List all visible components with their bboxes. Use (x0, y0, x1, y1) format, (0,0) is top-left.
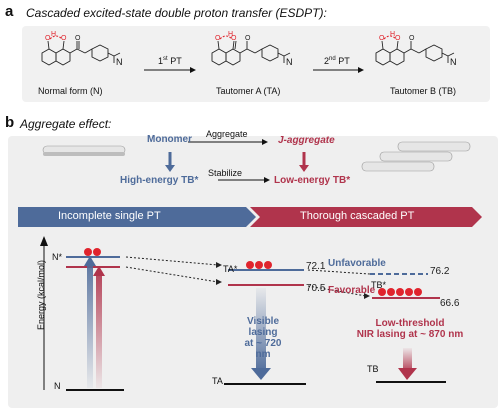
j-aggregate-stack-icon (361, 141, 471, 172)
value-76-2: 76.2 (430, 266, 450, 277)
panel-b-letter: b (5, 114, 15, 131)
svg-text:H: H (390, 31, 395, 38)
panel-a-background (22, 26, 490, 102)
energy-axis-label: Energy (kcal/mol) (36, 259, 46, 331)
panel-a-title: Cascaded excited-state double proton tra… (26, 6, 327, 20)
svg-text:O: O (75, 35, 81, 42)
h-bond-1 (49, 35, 63, 40)
level-tb: TB (367, 364, 379, 374)
structure-label-n: Normal form (N) (38, 86, 103, 96)
structure-label-ta: Tautomer A (TA) (216, 86, 281, 96)
level-ta: TA (212, 376, 223, 386)
nme2-n-3: N (450, 57, 457, 67)
svg-text:H: H (51, 31, 56, 38)
svg-text:O: O (245, 35, 251, 42)
svg-text:O: O (215, 35, 221, 42)
nme2-n-2: N (286, 57, 293, 67)
svg-text:O: O (45, 35, 51, 42)
aggregate-scheme (42, 139, 471, 183)
low-energy-tb-label: Low-energy TB* (274, 175, 351, 186)
nir-lasing-label: Low-threshold NIR lasing at ~ 870 nm (356, 318, 464, 340)
level-tb-star: TB* (371, 280, 387, 290)
level-ta-star: TA* (223, 264, 238, 274)
panel-b-title: Aggregate effect: (20, 117, 112, 131)
unfavorable-label: Unfavorable (328, 258, 386, 269)
pt-banners (18, 207, 482, 227)
banner-right-label: Thorough cascaded PT (300, 210, 415, 222)
nme2-n: N (116, 57, 123, 67)
svg-text:H: H (228, 31, 233, 38)
high-energy-tb-label: High-energy TB* (120, 175, 199, 186)
banner-left (18, 207, 256, 227)
panel-a-letter: a (5, 3, 14, 20)
pt-arrow-2-label: 2nd PT (324, 56, 350, 66)
energy-diagram (40, 236, 446, 391)
aggregate-arrow-label: Aggregate (206, 129, 248, 139)
favorable-label: Favorable (328, 285, 376, 296)
svg-text:O: O (409, 35, 415, 42)
value-66-6: 66.6 (440, 298, 460, 309)
svg-text:O: O (231, 35, 237, 42)
normal-form-structure (41, 40, 121, 66)
tautomer-b-structure (375, 40, 455, 66)
level-n-star: N* (52, 252, 63, 262)
pt-arrow-1-label: 1st PT (158, 56, 182, 66)
level-n: N (54, 381, 61, 391)
j-aggregate-label: J-aggregate (278, 135, 335, 146)
banner-right (250, 207, 482, 227)
tautomer-a-structure (211, 40, 291, 66)
svg-text:O: O (379, 35, 385, 42)
monomer-slab-icon (42, 145, 126, 156)
value-72-1: 72.1 (306, 261, 326, 272)
value-70-5: 70.5 (306, 283, 326, 294)
svg-text:O: O (395, 35, 401, 42)
banner-left-label: Incomplete single PT (58, 210, 161, 222)
h-bond-3 (383, 35, 397, 40)
h-bond-2 (219, 35, 233, 40)
monomer-label: Monomer (147, 134, 192, 145)
structure-label-tb: Tautomer B (TB) (390, 86, 457, 96)
visible-lasing-label: Visible lasing at ~ 720 nm (244, 316, 282, 360)
stabilize-arrow-label: Stabilize (208, 168, 243, 178)
svg-text:O: O (61, 35, 67, 42)
